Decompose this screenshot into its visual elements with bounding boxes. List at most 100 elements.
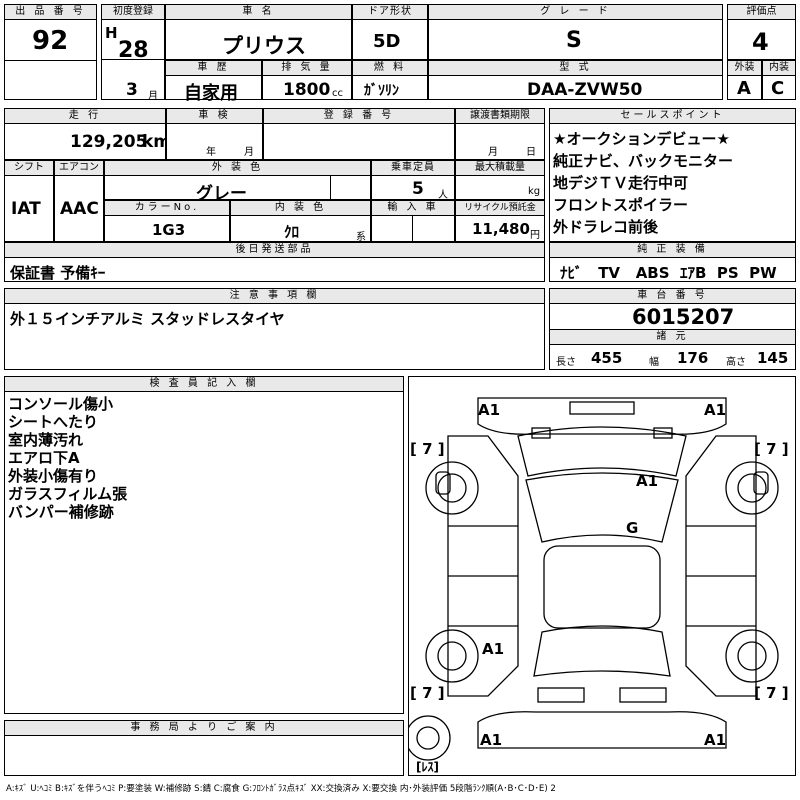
recycle-label: リサイクル預託金 <box>455 200 545 216</box>
equipment-item: ABS <box>635 264 670 282</box>
length-label: 長さ <box>556 357 576 368</box>
spec-label: 諸 元 <box>549 329 796 345</box>
color-no-label: カラーNo. <box>104 200 230 216</box>
interior-color-label: 内 装 色 <box>230 200 371 216</box>
displacement-value: 1800 <box>283 80 331 100</box>
inspector-item: 外装小傷有り <box>8 467 99 485</box>
spare-tyre-note: [ﾚｽ] <box>416 760 439 774</box>
interior-value: C <box>771 78 785 99</box>
capacity-value: 5 <box>412 179 424 199</box>
legend-text: A:ｷｽﾞ U:ﾍｺﾐ B:ｷｽﾞを伴うﾍｺﾐ P:要塗装 W:補修跡 S:錆 … <box>6 784 556 794</box>
capacity-label: 乗車定員 <box>371 160 455 176</box>
chassis-label: 車 台 番 号 <box>549 288 796 304</box>
displacement-label: 排 気 量 <box>262 60 352 76</box>
sales-points-list: ★オークションデビュー★ 純正ナビ、バックモニター 地デジＴＶ走行中可 フロント… <box>553 128 733 238</box>
tread-depth: [ 7 ] <box>754 684 789 702</box>
equipment-item: TV <box>598 264 621 282</box>
transfer-label: 譲渡書類期限 <box>455 108 545 124</box>
history-value: 自家用 <box>184 83 238 104</box>
inspector-item: コンソール傷小 <box>8 395 114 413</box>
color-label: 外 装 色 <box>104 160 371 176</box>
fuel-value: ｶﾞｿﾘﾝ <box>364 83 399 99</box>
score-value: 4 <box>752 28 769 56</box>
mileage-value: 129,205 <box>70 132 148 152</box>
width-label: 幅 <box>649 357 659 368</box>
sales-label: セールスポイント <box>549 108 796 124</box>
reg-year: 28 <box>118 38 149 63</box>
tread-depth: [ 7 ] <box>410 440 445 458</box>
sales-point-item: フロントスポイラー <box>553 196 689 214</box>
inspector-list: コンソール傷小 シートへたり 室内薄汚れ エアロ下A 外装小傷有り ガラスフィル… <box>8 395 127 521</box>
score-label: 評価点 <box>727 4 796 20</box>
capacity-unit: 人 <box>438 190 448 201</box>
tr-day-unit: 日 <box>526 147 536 158</box>
inspector-item: 室内薄汚れ <box>8 431 84 449</box>
inspector-label: 検 査 員 記 入 欄 <box>4 376 404 392</box>
insp-year-unit: 年 <box>206 147 216 158</box>
load-label: 最大積載量 <box>455 160 545 176</box>
color-no-value: 1G3 <box>152 221 186 239</box>
month-box <box>101 60 165 100</box>
first-reg-label: 初度登録 <box>101 4 165 20</box>
recycle-value: 11,480 <box>472 220 530 238</box>
damage-mark: A1 <box>480 731 502 749</box>
interior-color-value: ｸﾛ <box>284 223 300 241</box>
inspector-item: シートへたり <box>8 413 99 431</box>
recycle-unit: 円 <box>530 230 540 241</box>
load-unit: kg <box>528 186 541 197</box>
model-label: 型 式 <box>428 60 723 76</box>
ac-label: エアコン <box>54 160 104 176</box>
damage-mark: A1 <box>704 731 726 749</box>
equipment-item: ﾅﾋﾞ <box>560 264 583 282</box>
damage-mark: A1 <box>636 472 658 490</box>
chassis-value: 6015207 <box>632 305 735 329</box>
interior-color-unit: 系 <box>356 232 366 243</box>
sales-point-item: ★オークションデビュー★ <box>553 130 730 148</box>
exterior-value: A <box>737 78 751 99</box>
lot-number: 92 <box>32 26 69 56</box>
exterior-label: 外装 <box>727 60 762 76</box>
tread-depth: [ 7 ] <box>754 440 789 458</box>
sales-point-item: 純正ナビ、バックモニター <box>553 152 734 170</box>
sales-point-item: 地デジＴＶ走行中可 <box>553 174 689 192</box>
lot-label: 出 品 番 号 <box>4 4 97 20</box>
height-value: 145 <box>757 349 789 367</box>
inspector-item: エアロ下A <box>8 449 80 467</box>
ac-value: AAC <box>60 199 99 219</box>
reg-month: 3 <box>126 80 138 100</box>
grade-value: S <box>566 28 582 53</box>
era: H <box>105 24 118 42</box>
fuel-label: 燃 料 <box>352 60 428 76</box>
month-unit: 月 <box>148 91 158 102</box>
notes-value: 外１５インチアルミ スタッドレスタイヤ <box>10 310 285 328</box>
car-name-label: 車 名 <box>165 4 352 20</box>
grade-label: グ レ ー ド <box>428 4 723 20</box>
shipping-label: 後日発送部品 <box>4 242 545 258</box>
height-label: 高さ <box>726 357 746 368</box>
lot-box <box>4 4 97 100</box>
import-label: 輸 入 車 <box>371 200 455 216</box>
tr-month-unit: 月 <box>488 147 498 158</box>
inspection-label: 車 検 <box>166 108 263 124</box>
door-value: 5D <box>373 31 401 52</box>
model-value: DAA-ZVW50 <box>527 80 643 100</box>
reg-no-label: 登 録 番 号 <box>263 108 455 124</box>
notes-label: 注 意 事 項 欄 <box>4 288 545 304</box>
equipment-item: PS <box>716 264 739 282</box>
sales-box <box>549 108 796 242</box>
damage-mark: A1 <box>482 640 504 658</box>
shipping-value: 保証書 予備ｷｰ <box>10 264 106 282</box>
damage-mark: G <box>626 519 638 537</box>
door-label: ドア形状 <box>352 4 428 20</box>
car-name: プリウス <box>222 34 306 58</box>
interior-label: 内装 <box>762 60 796 76</box>
damage-mark: A1 <box>478 401 500 419</box>
equipment-label: 純 正 装 備 <box>549 242 796 258</box>
color-value: グレー <box>196 184 247 204</box>
mileage-unit: km <box>142 132 172 152</box>
width-value: 176 <box>677 349 709 367</box>
displacement-unit: cc <box>332 88 343 99</box>
inspector-box <box>4 376 404 714</box>
history-label: 車 歴 <box>165 60 262 76</box>
damage-mark: A1 <box>704 401 726 419</box>
